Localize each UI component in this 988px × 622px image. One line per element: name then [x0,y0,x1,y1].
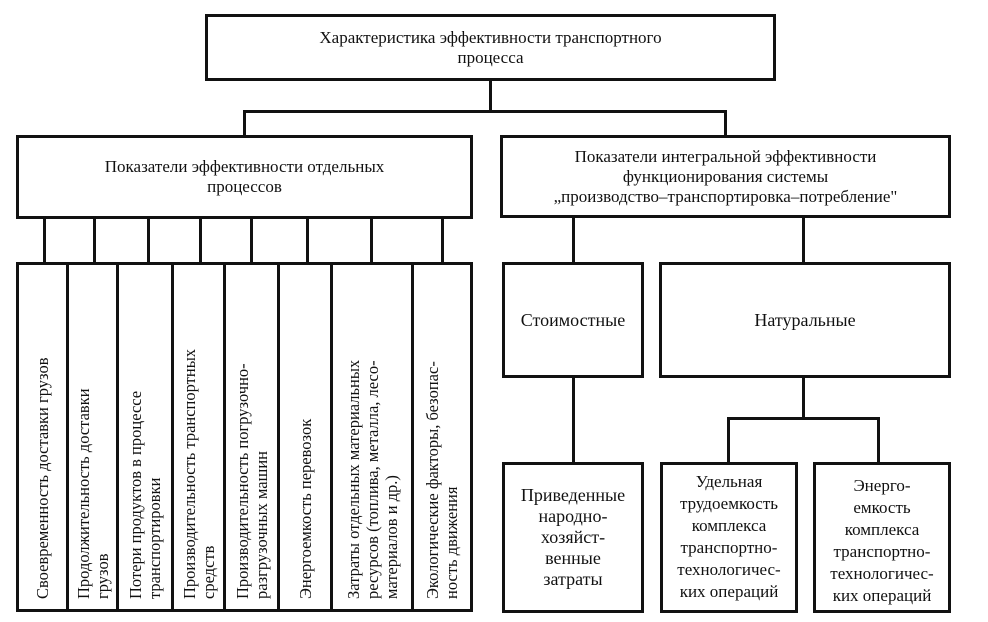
left-item-6: Энергоемкость перевозок [280,262,333,612]
connector-natural-child-2 [877,417,880,463]
left-item-1-text: Своевременность доставки грузов [33,357,52,599]
left-group-line-2: процессов [207,177,282,196]
left-item-8-text: Экологические факторы, безопас- ность дв… [423,361,461,599]
connector-left-item-4 [199,218,202,263]
root-node-line-2: процесса [457,47,524,67]
root-node-line-1: Характеристика эффективности транспортно… [319,27,662,47]
natural-node-label: Натуральные [754,310,856,330]
connector-to-natural [802,217,805,263]
left-item-7: Затраты отдельных материальных ресурсов … [333,262,414,612]
connector-left-item-8 [441,218,444,263]
left-item-2-text: Продолжительность доставки грузов [73,388,112,599]
left-item-5: Производительность погрузочно- разгрузоч… [226,262,280,612]
connector-left-item-3 [147,218,150,263]
left-group-line-1: Показатели эффективности отдельных [104,157,385,176]
connector-left-item-1 [43,218,46,263]
right-group-line-1: Показатели интегральной эффективности [574,146,877,166]
connector-left-item-6 [306,218,309,263]
connector-to-cost [572,217,575,263]
connector-natural-horizontal [727,417,880,420]
natural-child-energy-intensity: Энерго- емкость комплекса транспортно- т… [813,462,951,613]
left-item-1: Своевременность доставки грузов [16,262,69,612]
right-group-line-2: функционирования системы [622,166,829,186]
left-item-5-text: Производительность погрузочно- разгрузоч… [232,363,271,599]
natural-child-labor-intensity: Удельная трудоемкость комплекса транспор… [660,462,798,613]
left-item-3-text: Потери продуктов в процессе транспортиро… [126,390,164,599]
natural-node: Натуральные [659,262,951,378]
connector-left-item-2 [93,218,96,263]
left-item-2: Продолжительность доставки грузов [69,262,119,612]
left-item-3: Потери продуктов в процессе транспортиро… [119,262,174,612]
left-item-4: Производительность транспортных средств [174,262,226,612]
connector-natural-down [802,377,805,419]
root-node: Характеристика эффективности транспортно… [205,14,776,81]
left-item-6-text: Энергоемкость перевозок [295,418,315,599]
connector-cost-child [572,377,575,463]
connector-to-left-group [243,110,246,136]
left-item-7-text: Затраты отдельных материальных ресурсов … [343,359,401,599]
cost-node: Стоимостные [502,262,644,378]
cost-node-label: Стоимостные [520,310,626,330]
right-group-line-3: „производство–транспортировка–потреблени… [553,186,898,206]
left-item-8: Экологические факторы, безопас- ность дв… [414,262,473,612]
connector-root-horizontal [243,110,726,113]
connector-left-item-7 [370,218,373,263]
right-group-node: Показатели интегральной эффективности фу… [500,135,951,218]
left-item-4-text: Производительность транспортных средств [179,348,218,599]
cost-child-node: Приведенные народно- хозяйст- венные зат… [502,462,644,613]
left-group-node: Показатели эффективности отдельных проце… [16,135,473,219]
connector-natural-child-1 [727,417,730,463]
connector-root-down [489,80,492,112]
connector-to-right-group [724,110,727,136]
connector-left-item-5 [250,218,253,263]
